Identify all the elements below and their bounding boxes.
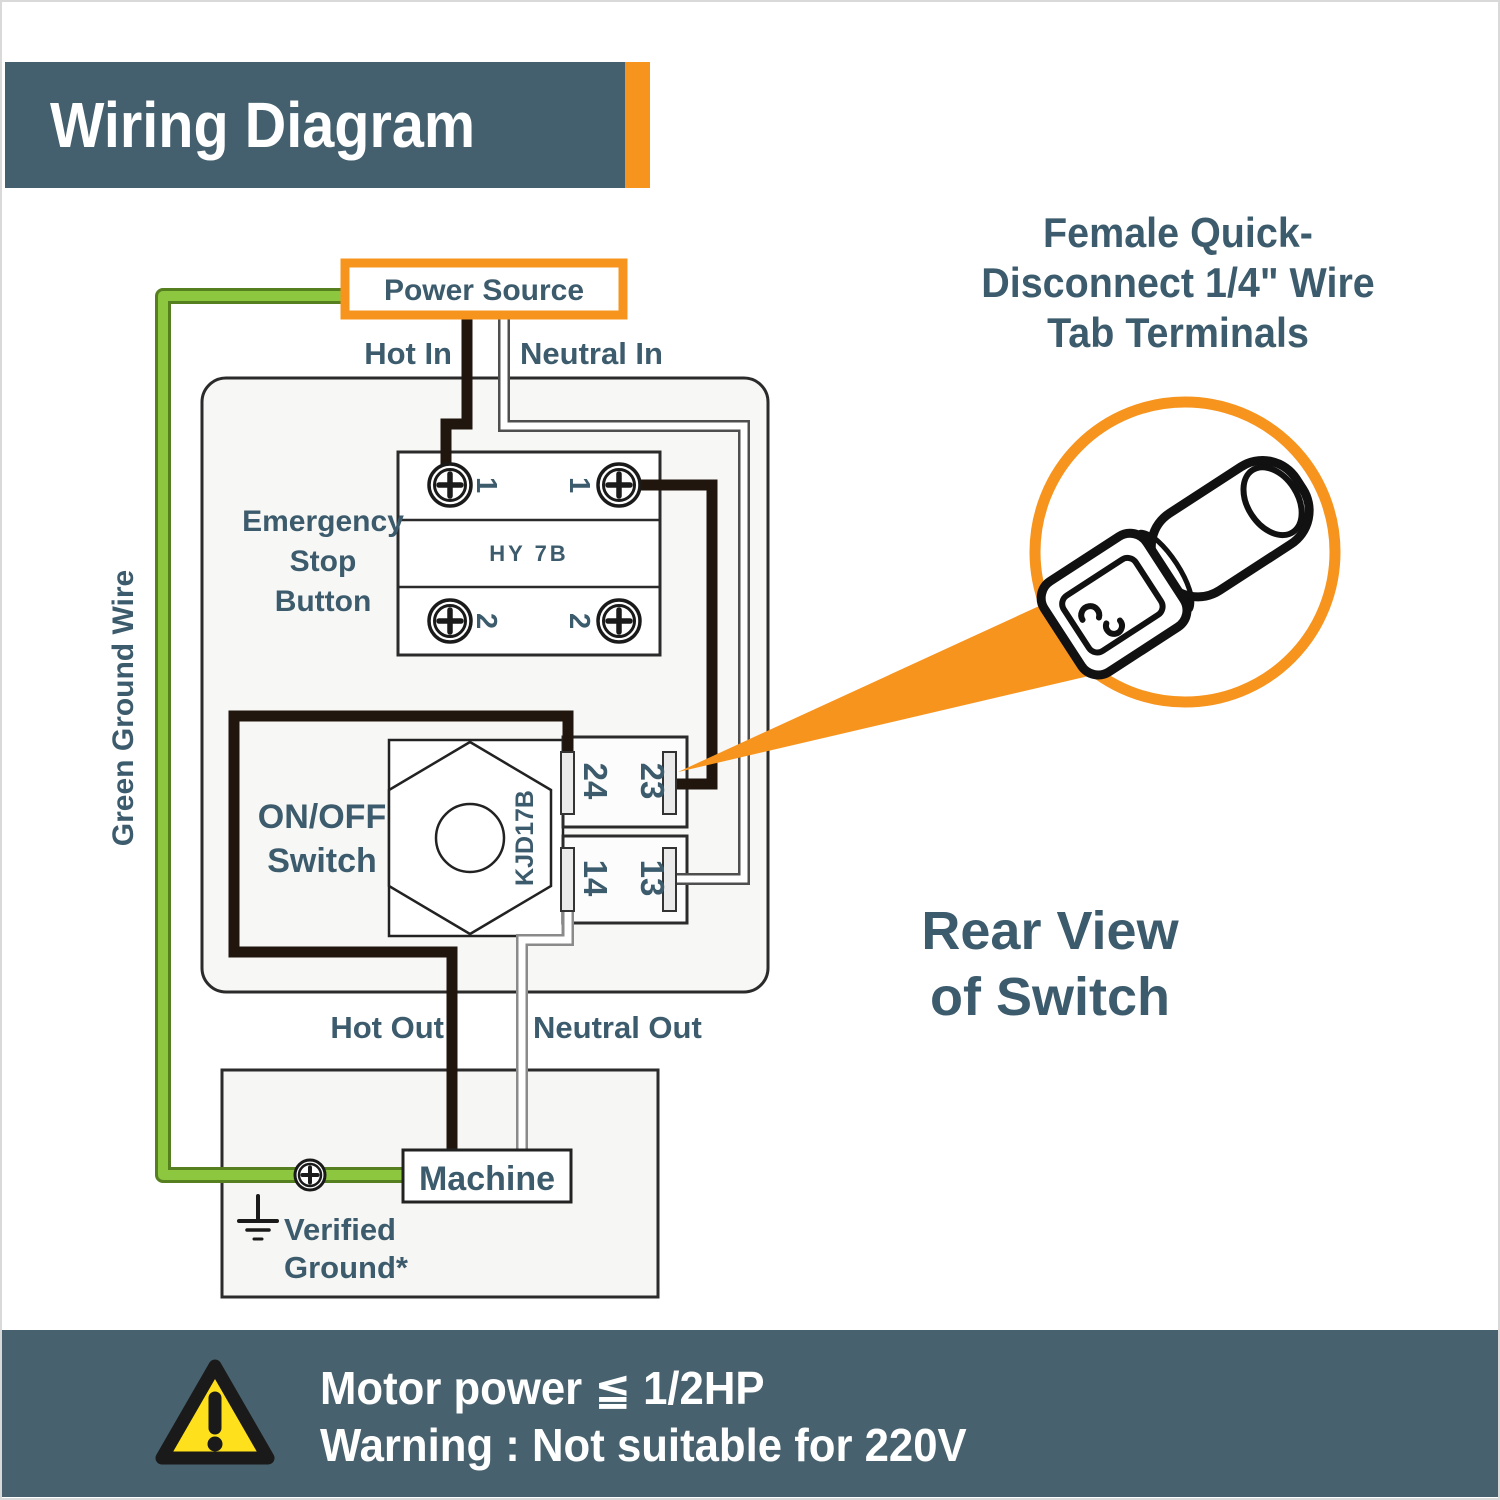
tab-number-label: 13 <box>634 860 671 897</box>
rear-view-label: Rear View of Switch <box>845 898 1255 1030</box>
terminal-tab-13 <box>662 847 677 912</box>
emergency-stop-label-line: Emergency <box>242 505 404 538</box>
green-ground-wire-label: Green Ground Wire <box>107 570 140 846</box>
terminal-tab-24 <box>560 751 575 815</box>
screw-number-label: 2 <box>563 613 595 629</box>
terminal-tab-14 <box>560 847 575 912</box>
emergency-stop-label-line: Stop <box>290 545 357 578</box>
callout-heading-line: Female Quick- <box>1043 209 1313 256</box>
hot-wire <box>228 315 718 1155</box>
warning-text: Motor power ≦ 1/2HP Warning : Not suitab… <box>320 1360 967 1474</box>
verified-ground-line: Verified <box>284 1212 396 1247</box>
screw-terminal-icon <box>427 598 473 644</box>
screw-terminal-icon <box>596 462 642 508</box>
callout-beam <box>678 590 1106 772</box>
verified-ground-line: Ground* <box>284 1250 409 1285</box>
screw-number-label: 2 <box>470 613 502 629</box>
hot-in-label: Hot In <box>364 336 452 371</box>
warning-icon <box>155 1359 275 1465</box>
hot-out-label: Hot Out <box>330 1010 444 1045</box>
neutral-in-label: Neutral In <box>520 336 663 371</box>
callout-heading: Female Quick- Disconnect 1/4" Wire Tab T… <box>934 208 1423 358</box>
warning-line-2: Warning : Not suitable for 220V <box>320 1419 967 1471</box>
neutral-out-label: Neutral Out <box>533 1010 702 1045</box>
title-accent-bar <box>625 62 650 188</box>
power-source-box <box>340 258 628 320</box>
screw-number-label: 1 <box>563 477 595 493</box>
switch-shaft-circle <box>434 802 506 874</box>
onoff-label-line: ON/OFF <box>258 798 386 836</box>
onoff-label-line: Switch <box>267 842 377 880</box>
screw-number-label: 1 <box>470 477 502 493</box>
rear-view-line: Rear View <box>921 901 1179 961</box>
on-off-switch-body <box>387 738 565 938</box>
emergency-model-label: HY 7B <box>489 541 568 566</box>
emergency-stop-label-line: Button <box>275 585 372 618</box>
power-source-label: Power Source <box>384 274 584 307</box>
ground-symbol-icon <box>237 1194 279 1241</box>
rear-view-line: of Switch <box>930 967 1170 1027</box>
callout-heading-line: Tab Terminals <box>1047 309 1309 356</box>
title-banner: Wiring Diagram <box>5 62 625 188</box>
machine-label: Machine <box>419 1160 555 1198</box>
callout-heading-line: Disconnect 1/4" Wire <box>981 259 1375 306</box>
neutral-wire <box>498 315 750 1155</box>
warning-banner <box>0 1330 1500 1497</box>
green-ground-wire <box>155 288 403 1183</box>
tab-number-label: 24 <box>577 763 614 800</box>
page-title: Wiring Diagram <box>50 89 476 161</box>
machine-label-box <box>401 1148 573 1204</box>
ground-screw-icon <box>293 1158 327 1192</box>
warning-line-1: Motor power ≦ 1/2HP <box>320 1362 765 1414</box>
terminal-tab-23 <box>662 751 677 815</box>
tab-number-label: 23 <box>634 763 671 800</box>
screw-terminal-icon <box>427 462 473 508</box>
tab-number-label: 14 <box>577 860 614 897</box>
switch-model-label: KJD17B <box>511 790 539 886</box>
screw-terminal-icon <box>596 598 642 644</box>
quick-disconnect-illustration <box>1036 456 1314 680</box>
